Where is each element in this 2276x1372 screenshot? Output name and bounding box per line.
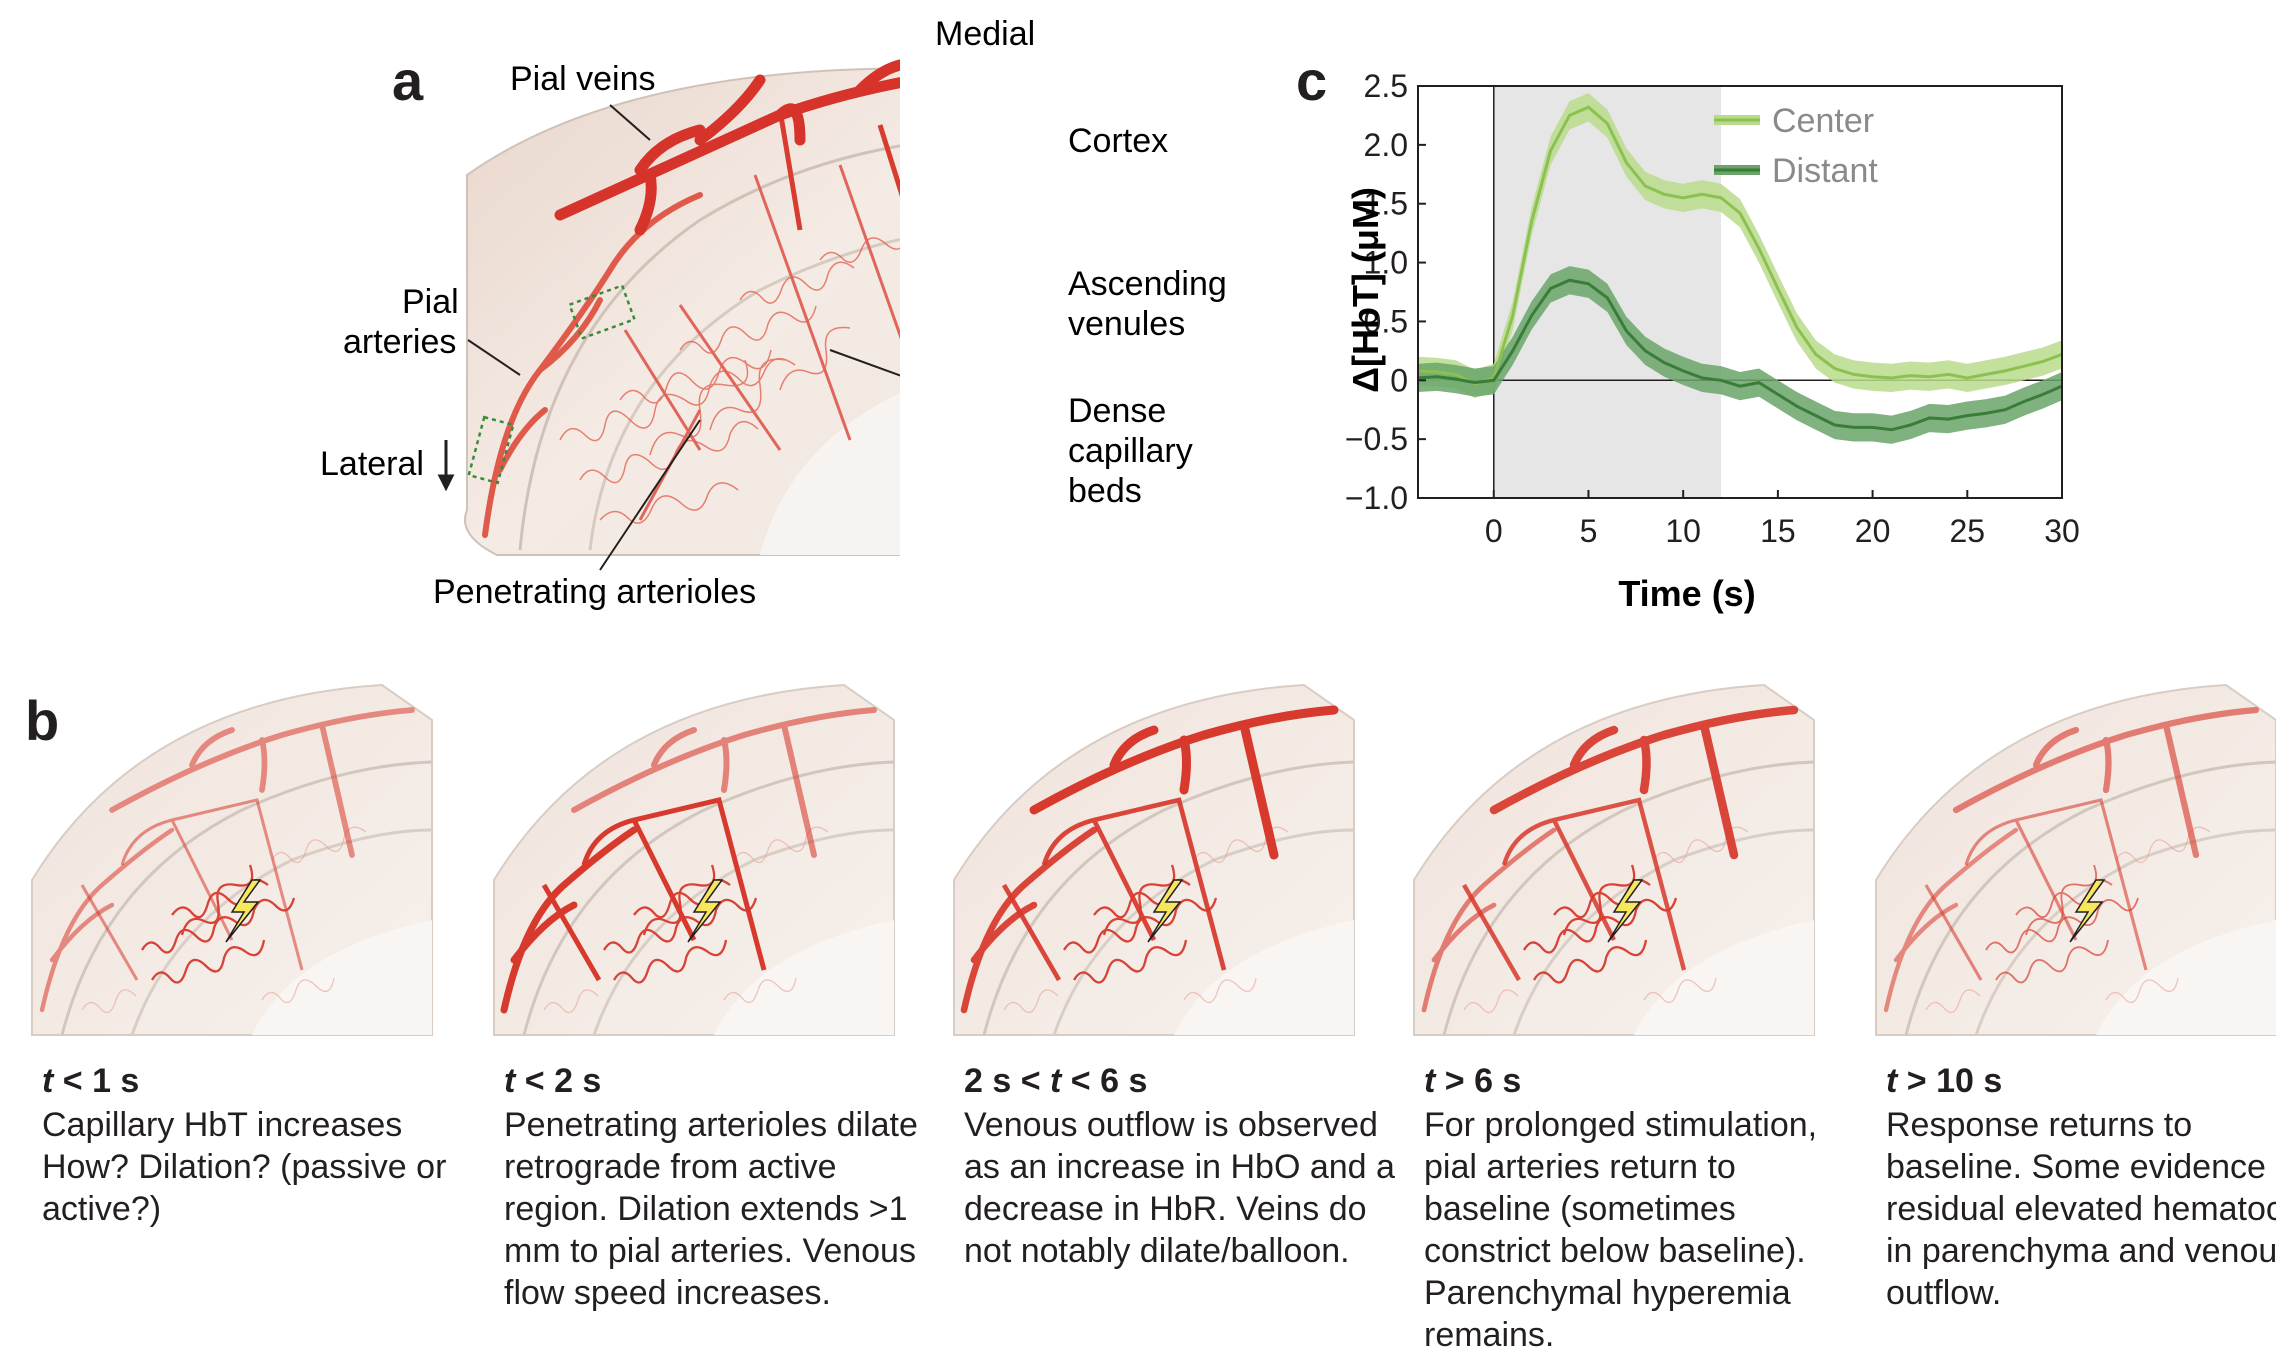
x-tick-label: 30 (2044, 513, 2080, 549)
stage-diagram (1413, 683, 1815, 1036)
stage-description: For prolonged stimulation, pial arteries… (1424, 1106, 1818, 1354)
legend-label-distant: Distant (1772, 152, 1878, 190)
stage-time-variable: t (1424, 1062, 1436, 1100)
label-pial: Pial (402, 283, 459, 321)
stage-time: t < 1 s (42, 1060, 482, 1102)
stage-diagram (493, 683, 895, 1036)
leader-lines (467, 104, 900, 571)
x-tick-label: 10 (1665, 513, 1701, 549)
y-tick-label: 1.5 (1364, 186, 1408, 222)
highlight-box (467, 415, 515, 485)
ascending-venules (777, 109, 900, 231)
x-axis-label: Time (s) (1618, 573, 1755, 614)
stage-time-suffix: < 1 s (53, 1062, 140, 1100)
stage-diagram (1875, 683, 2276, 1036)
stage-time-variable: t (1886, 1062, 1898, 1100)
stage-diagram (953, 683, 1355, 1036)
x-tick-label: 5 (1580, 513, 1598, 549)
cortex-layer (588, 237, 900, 551)
stage-time-variable: t (504, 1062, 516, 1100)
stage-time-suffix: < 2 s (515, 1062, 602, 1100)
lightning-icon (2069, 879, 2106, 943)
y-tick-label: 2.0 (1364, 127, 1408, 163)
x-tick-label: 20 (1855, 513, 1891, 549)
stage-time-suffix: < 6 s (1061, 1062, 1148, 1100)
series-line-distant (1417, 278, 2063, 432)
y-tick-label: 2.5 (1364, 68, 1408, 104)
panel-c-chart: c 2.5 2.0 1.5 1.0 0.5 0 −0.5 −1.0 0 5 10 15 20 25 30 Ce… (1296, 49, 2080, 614)
label-medial: Medial (935, 15, 1035, 53)
label-cortex: Cortex (1068, 122, 1168, 160)
y-tick-label: −1.0 (1345, 480, 1408, 516)
y-tick-label: −0.5 (1345, 421, 1408, 457)
label-beds: beds (1068, 472, 1142, 510)
stage-time: t < 2 s (504, 1060, 944, 1102)
label-ascending: Ascending (1068, 265, 1227, 303)
x-tick-label: 25 (1949, 513, 1985, 549)
y-tick-label: 0.5 (1364, 303, 1408, 339)
label-lateral: Lateral (320, 445, 424, 483)
stage-description: Venous outflow is observed as an increas… (964, 1106, 1395, 1270)
lightning-icon (1607, 879, 1644, 943)
stage-time-prefix: 2 s < (964, 1062, 1051, 1100)
pial-veins (554, 59, 900, 236)
x-tick-label: 15 (1760, 513, 1796, 549)
panel-a-labels: Medial Pial veins Cortex Ascending venul… (320, 15, 1227, 611)
y-axis-label: Δ[HbT] (μM) (1345, 187, 1386, 393)
y-tick-label: 1.0 (1364, 245, 1408, 281)
stage-time-suffix: > 6 s (1435, 1062, 1522, 1100)
label-arteries: arteries (343, 323, 456, 361)
label-pial-veins: Pial veins (510, 60, 656, 98)
label-venules: venules (1068, 305, 1185, 343)
panel-b-letter-svg: b (25, 689, 59, 752)
arrow-icon (437, 440, 455, 492)
legend-label-center: Center (1772, 102, 1874, 140)
white-matter (760, 392, 900, 555)
stage-time: t > 6 s (1424, 1060, 1864, 1102)
lightning-icon (1147, 879, 1184, 943)
panel-a: a (392, 49, 900, 571)
panel-b-letter: b (25, 689, 59, 752)
panel-a-letter: a (392, 49, 424, 112)
stage-description: Penetrating arterioles dilate retrograde… (504, 1106, 918, 1312)
stage-time-suffix: > 10 s (1897, 1062, 2003, 1100)
panel-c-letter: c (1296, 49, 1327, 112)
x-tick-label: 0 (1485, 513, 1503, 549)
stage-time: 2 s < t < 6 s (964, 1060, 1404, 1102)
stage-diagram (31, 683, 433, 1036)
lightning-icon (225, 879, 262, 943)
stage-time: t > 10 s (1886, 1060, 2276, 1102)
stage-time-variable: t (1050, 1062, 1062, 1100)
capillary-beds (559, 237, 900, 524)
y-tick-label: 0 (1390, 362, 1408, 398)
label-penetrating-arterioles: Penetrating arterioles (433, 573, 756, 611)
stage-description: Response returns to baseline. Some evide… (1886, 1106, 2276, 1312)
stage-time-variable: t (42, 1062, 54, 1100)
stage-description: Capillary HbT increases How? Dilation? (… (42, 1106, 447, 1228)
series-band-center (1418, 93, 2062, 398)
plot-frame (1417, 85, 2063, 499)
cortex-layer (518, 144, 900, 551)
label-capillary: capillary (1068, 432, 1193, 470)
highlight-box (567, 283, 637, 341)
lightning-icon (687, 879, 724, 943)
label-dense: Dense (1068, 392, 1166, 430)
series-line-center (1417, 105, 2063, 386)
